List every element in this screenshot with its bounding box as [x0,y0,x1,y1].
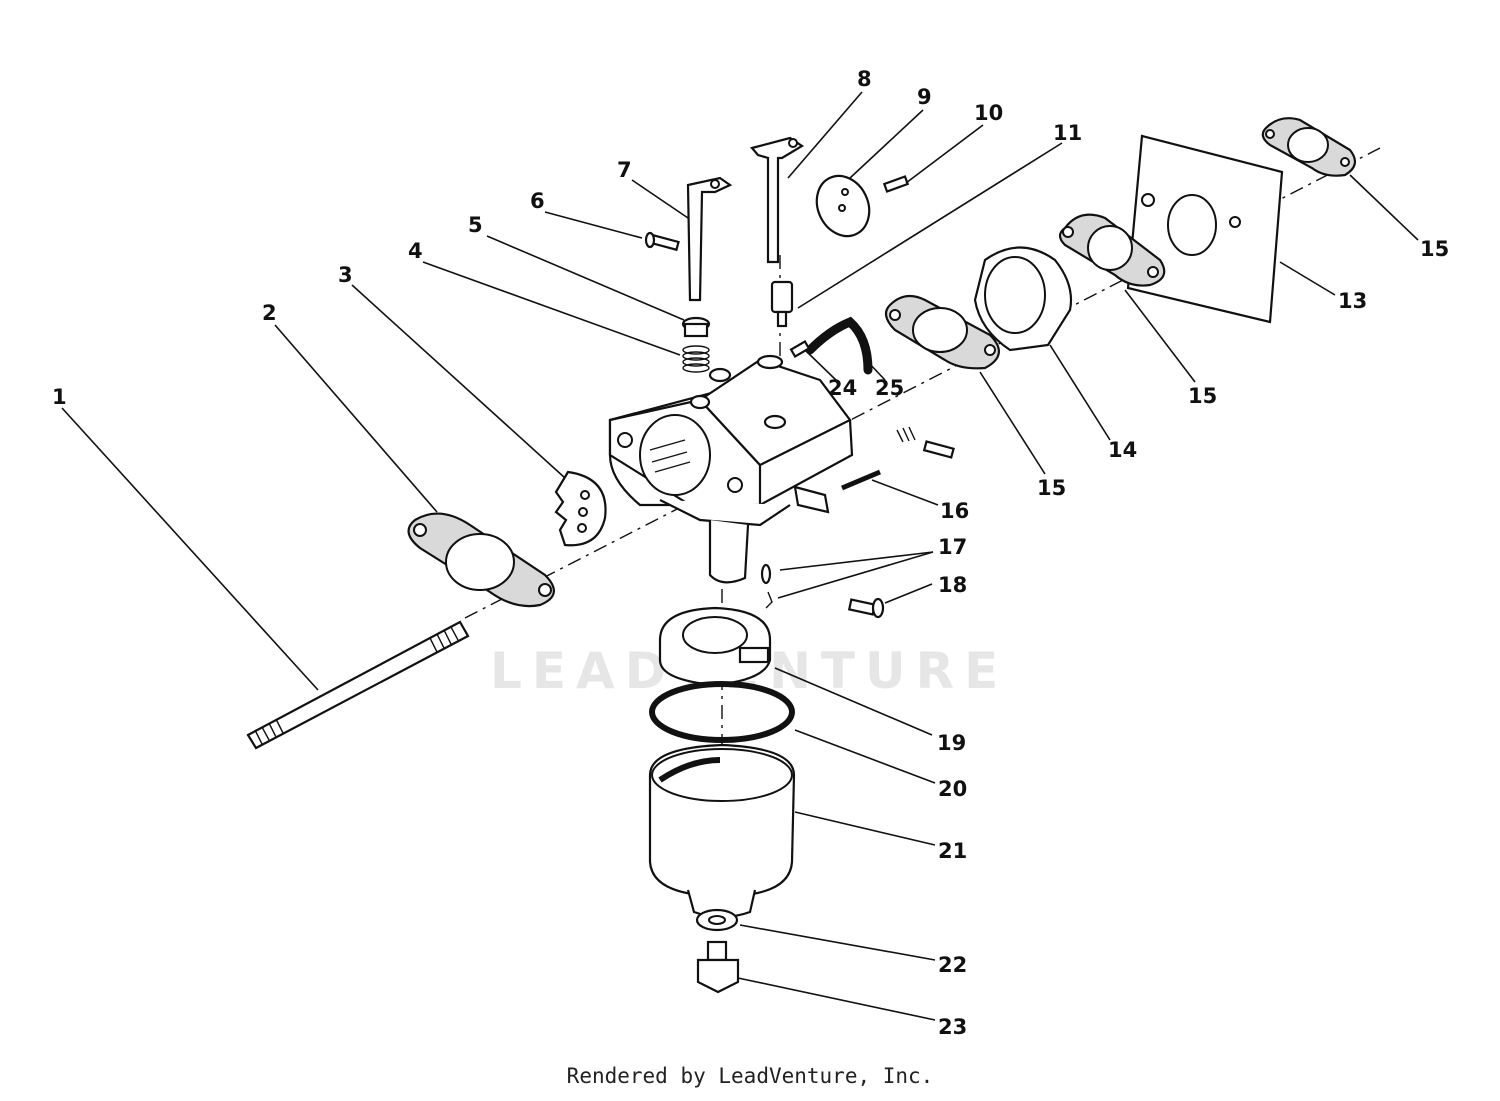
part-float-bowl-21 [648,743,796,919]
leader-lines [61,91,1419,1021]
callout-19: 19 [937,731,966,755]
callout-17: 17 [938,535,967,559]
part-gasket-15c [1261,117,1357,177]
part-bolt-23 [696,940,740,994]
part-gasket-15b [1058,213,1166,287]
callout-21: 21 [938,839,967,863]
callout-25: 25 [875,376,904,400]
callouts: 1 2 3 4 5 6 7 8 9 10 11 13 14 15 15 15 1… [52,67,1449,1039]
part-choke-shaft [750,136,805,264]
part-carburetor-body [608,354,854,584]
footer-credit: Rendered by LeadVenture, Inc. [566,1064,934,1088]
callout-6: 6 [530,189,545,213]
part-washer-22 [695,908,739,932]
callout-14: 14 [1108,438,1137,462]
part-pin-16 [841,469,881,491]
callout-15-middle: 15 [1188,384,1217,408]
callout-10: 10 [974,101,1003,125]
callout-22: 22 [938,953,967,977]
part-gasket-2 [407,512,555,608]
part-spring-4 [682,345,710,373]
callout-4: 4 [408,239,423,263]
callout-7: 7 [617,158,632,182]
callout-18: 18 [938,573,967,597]
callout-15-left: 15 [1037,476,1066,500]
part-gasket-15a [884,294,1000,370]
callout-20: 20 [938,777,967,801]
part-insulator-plate [1126,134,1284,324]
part-stud [246,620,470,750]
part-screw-18 [847,597,885,619]
part-throttle-shaft [686,176,733,302]
parts-diagram: LEADVENTURE [52,67,1449,1039]
part-idle-screw [896,426,955,459]
callout-8: 8 [857,67,872,91]
callout-23: 23 [938,1015,967,1039]
callout-2: 2 [262,301,277,325]
part-needle-11 [770,280,794,328]
part-oring-20 [649,681,795,743]
part-screw-6 [644,231,680,252]
part-screw-10 [882,175,910,193]
callout-24: 24 [828,376,857,400]
callout-5: 5 [468,213,483,237]
part-cap-5 [681,316,711,338]
callout-13: 13 [1338,289,1367,313]
part-needle-17 [760,563,773,609]
part-choke-plate [815,174,871,238]
callout-1: 1 [52,385,67,409]
callout-16: 16 [940,499,969,523]
callout-3: 3 [338,263,353,287]
part-spacer-14 [973,246,1073,352]
callout-9: 9 [917,85,932,109]
callout-15-right: 15 [1420,237,1449,261]
part-float-19 [658,606,772,687]
part-throttle-plate [554,470,607,547]
callout-11: 11 [1053,121,1082,145]
part-tube [789,316,873,375]
